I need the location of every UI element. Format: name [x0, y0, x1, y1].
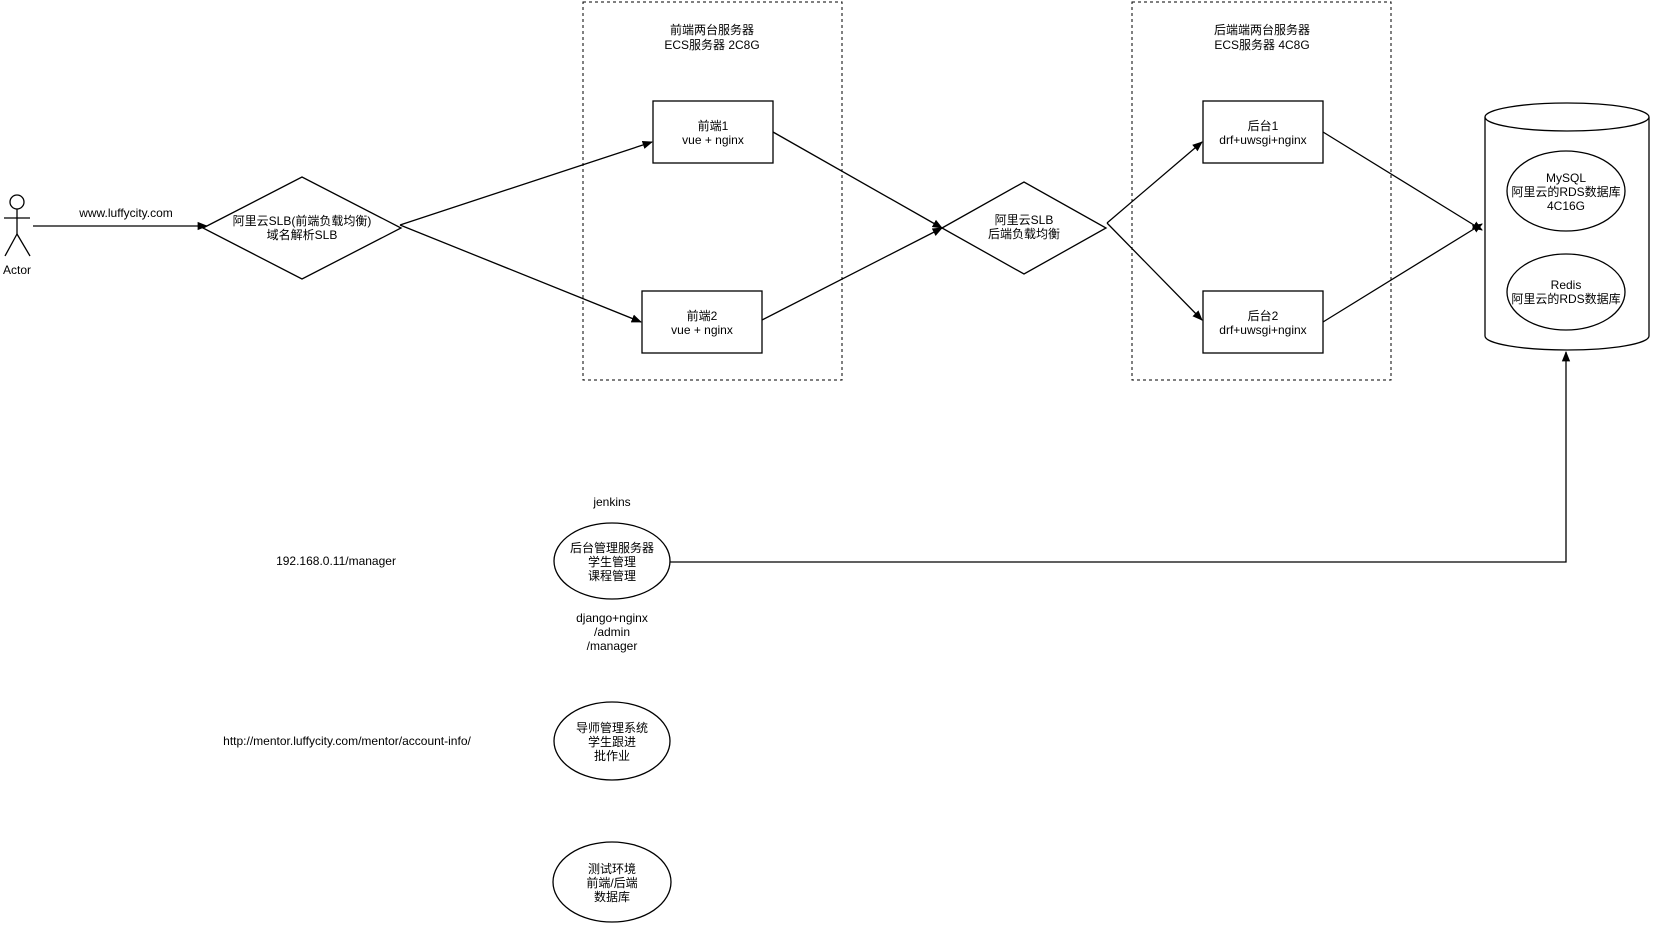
front1-label-1: 前端1 [698, 118, 729, 133]
mentor-url: http://mentor.luffycity.com/mentor/accou… [223, 734, 471, 748]
mentor-label-2: 学生跟进 [588, 734, 636, 749]
mentor-node [553, 701, 671, 781]
slb-front-label-1: 阿里云SLB(前端负载均衡) [233, 213, 372, 228]
mysql-label-2: 阿里云的RDS数据库 [1511, 184, 1620, 199]
admin-node [553, 522, 671, 600]
admin-label-2: 学生管理 [588, 554, 636, 569]
mysql-label-1: MySQL [1546, 171, 1586, 185]
slb-back-label-1: 阿里云SLB [995, 213, 1054, 227]
edge-slb-back-to-back1 [1106, 141, 1203, 224]
front1-node [652, 100, 774, 164]
admin-top-label: jenkins [592, 495, 630, 509]
test-label-3: 数据库 [594, 889, 630, 904]
edge-front1-to-slb-back [772, 131, 943, 229]
redis-node [1506, 253, 1626, 331]
front2-label-1: 前端2 [687, 308, 718, 323]
slb-back-node [940, 181, 1108, 275]
frontend-group-spec: ECS服务器 2C8G [664, 37, 759, 52]
backend-group-title: 后端端两台服务器 [1214, 22, 1310, 37]
backend-group-spec: ECS服务器 4C8G [1214, 37, 1309, 52]
redis-label-1: Redis [1551, 278, 1582, 292]
frontend-group-title: 前端两台服务器 [670, 22, 754, 37]
edge-slb-to-front2 [399, 224, 642, 323]
front1-label-2: vue + nginx [682, 133, 744, 147]
slb-front-label-2: 域名解析SLB [267, 227, 338, 242]
back1-label-2: drf+uwsgi+nginx [1219, 133, 1306, 147]
slb-front-node [201, 176, 403, 280]
mysql-node [1506, 150, 1626, 232]
mentor-label-3: 批作业 [594, 748, 630, 763]
admin-bottom-2: /admin [594, 625, 630, 639]
edge-slb-back-to-back2 [1106, 222, 1203, 321]
test-label-1: 测试环境 [588, 861, 636, 876]
back1-label-1: 后台1 [1248, 118, 1279, 133]
back2-label-2: drf+uwsgi+nginx [1219, 323, 1306, 337]
edge-front2-to-slb-back [761, 227, 943, 321]
edge-back2-to-db [1322, 223, 1483, 323]
mentor-label-1: 导师管理系统 [576, 720, 648, 735]
admin-bottom-1: django+nginx [576, 611, 648, 625]
admin-bottom-3: /manager [587, 639, 638, 653]
back1-node [1202, 100, 1324, 164]
admin-url: 192.168.0.11/manager [276, 554, 396, 568]
front2-label-2: vue + nginx [671, 323, 733, 337]
redis-label-2: 阿里云的RDS数据库 [1511, 291, 1620, 306]
front2-node [641, 290, 763, 354]
test-env-node [552, 841, 672, 923]
actor-icon [4, 194, 31, 257]
mysql-label-3: 4C16G [1547, 199, 1585, 213]
back2-node [1202, 290, 1324, 354]
admin-label-3: 课程管理 [588, 568, 636, 583]
edge-back1-to-db [1322, 131, 1483, 231]
slb-back-label-2: 后端负载均衡 [988, 227, 1060, 241]
edge-label-domain: www.luffycity.com [78, 206, 173, 220]
test-label-2: 前端/后端 [586, 875, 637, 890]
actor-label: Actor [3, 263, 31, 277]
admin-label-1: 后台管理服务器 [570, 540, 654, 555]
back2-label-1: 后台2 [1248, 308, 1279, 323]
edge-admin-to-db [670, 350, 1571, 563]
edge-slb-to-front1 [399, 140, 653, 226]
